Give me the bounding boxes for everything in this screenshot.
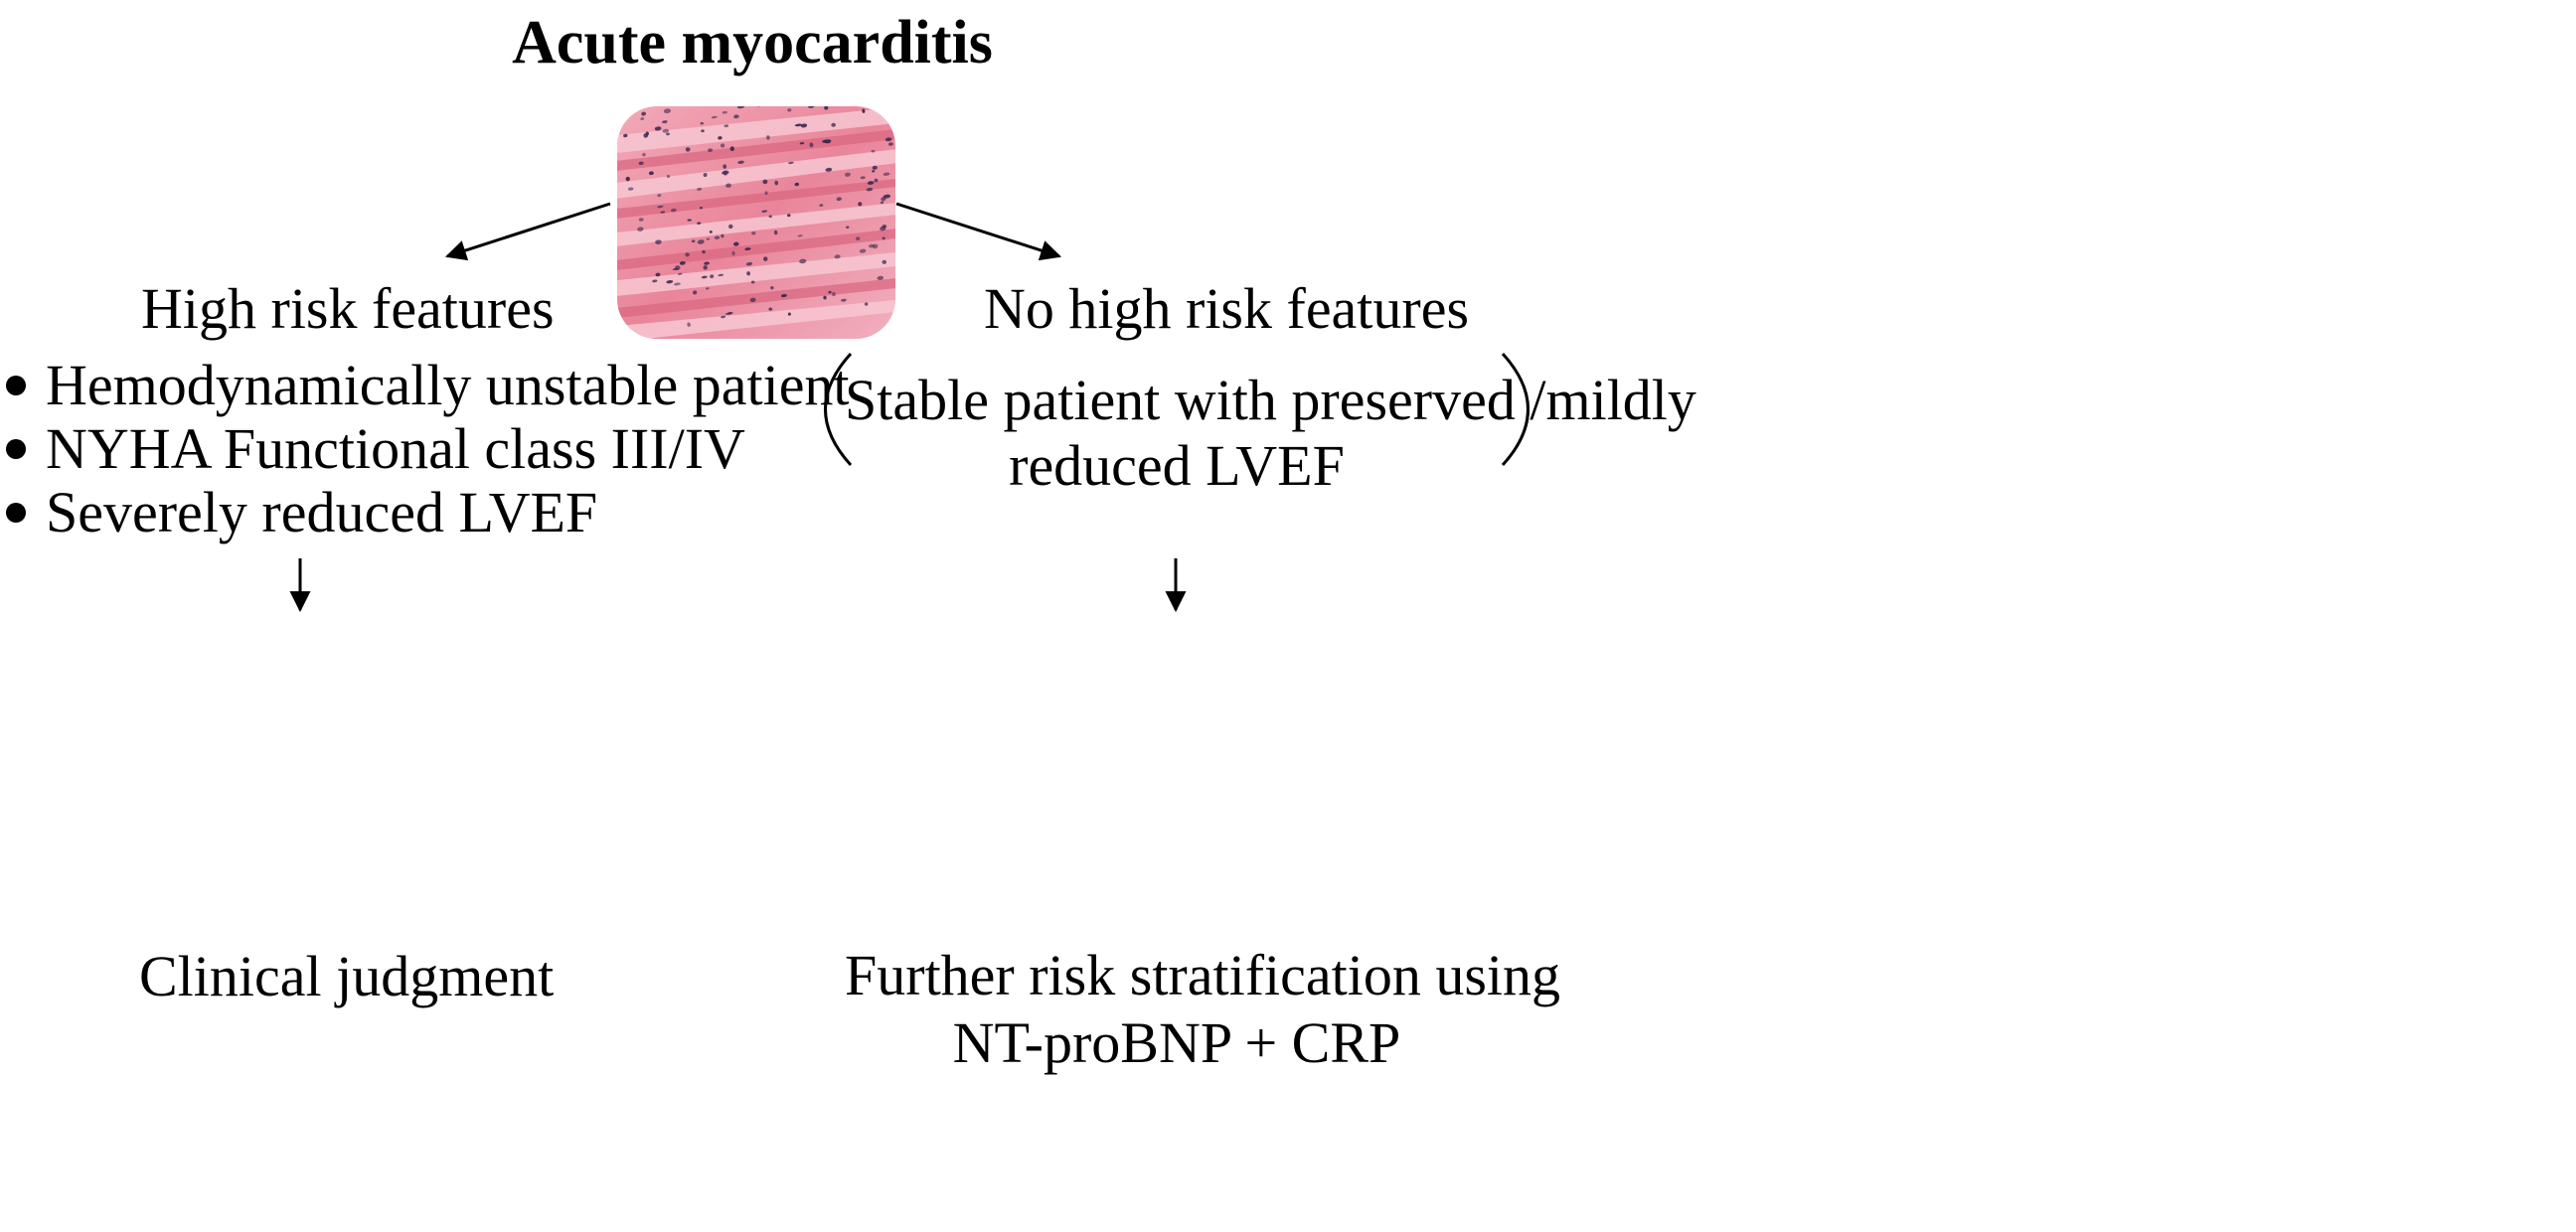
- list-item-text: NYHA Functional class III/IV: [46, 416, 745, 481]
- bullet-icon: [6, 376, 26, 395]
- list-item: Severely reduced LVEF: [6, 481, 850, 544]
- histology-image: [617, 106, 895, 339]
- further-stratification-outcome: Further risk stratification using NT-pro…: [845, 942, 1561, 1077]
- high-risk-heading: High risk features: [141, 276, 555, 341]
- no-high-risk-heading: No high risk features: [984, 276, 1470, 341]
- list-item: NYHA Functional class III/IV: [6, 417, 850, 481]
- stable-note-line-1: Stable patient with preserved /mildly: [845, 368, 1696, 432]
- stable-note-line-2: reduced LVEF: [1009, 433, 1345, 498]
- arrow-to-no-high-risk: [895, 202, 1061, 261]
- clinical-judgment-outcome: Clinical judgment: [139, 944, 555, 1008]
- list-item-text: Hemodynamically unstable patient: [46, 353, 850, 417]
- diagram-title: Acute myocarditis: [512, 9, 993, 77]
- list-item-text: Severely reduced LVEF: [46, 480, 598, 544]
- stable-patient-note: Stable patient with preserved /mildly re…: [845, 368, 1696, 499]
- further-line-1: Further risk stratification using: [845, 943, 1561, 1007]
- bullet-icon: [6, 503, 26, 523]
- list-item: Hemodynamically unstable patient: [6, 354, 850, 417]
- further-line-2: NT-proBNP + CRP: [952, 1010, 1401, 1075]
- bullet-icon: [6, 439, 26, 459]
- histology-image-icon: [617, 106, 895, 339]
- arrow-to-high-risk: [445, 202, 611, 261]
- high-risk-list: Hemodynamically unstable patient NYHA Fu…: [6, 354, 850, 544]
